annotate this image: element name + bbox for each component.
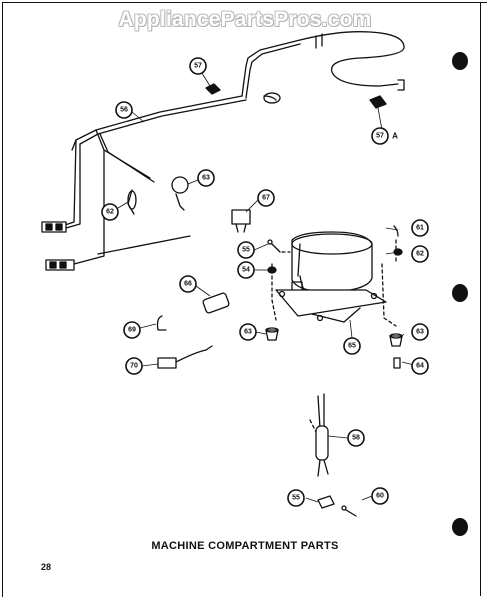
wiring-harness (61, 31, 405, 265)
callout-63-left: 63 (239, 323, 257, 341)
screw-60 (341, 505, 357, 517)
terminal-57-top (205, 83, 221, 95)
svg-text:63: 63 (202, 175, 210, 182)
svg-text:62: 62 (106, 209, 114, 216)
callout-60: 60 (371, 487, 389, 505)
fuse-holder-62 (127, 189, 137, 215)
callout-57-top: 57 (189, 57, 207, 75)
binder-hole-middle (452, 284, 468, 302)
overload-67 (231, 209, 251, 233)
page-number: 28 (41, 562, 52, 572)
svg-text:54: 54 (242, 267, 250, 274)
svg-text:58: 58 (352, 435, 360, 442)
callout-62-left: 62 (101, 203, 119, 221)
binder-hole-top (452, 52, 468, 70)
harness-plug-lower (45, 259, 75, 271)
clip-61 (393, 225, 399, 237)
page-right-edge (480, 2, 487, 596)
binder-hole-bottom (452, 518, 468, 536)
callout-66: 66 (179, 275, 197, 293)
grommet-54 (267, 266, 277, 274)
callout-57a: 57 A (371, 127, 398, 145)
callout-56: 56 (115, 101, 133, 119)
callout-62-right: 62 (411, 245, 429, 263)
callout-70: 70 (125, 357, 143, 375)
svg-text:61: 61 (416, 225, 424, 232)
terminal-57a (369, 79, 405, 109)
svg-text:A: A (392, 132, 398, 141)
svg-text:66: 66 (184, 281, 192, 288)
svg-text:55: 55 (292, 495, 300, 502)
grommet-63-right (389, 333, 403, 347)
callout-58: 58 (347, 429, 365, 447)
callout-55-bottom: 55 (287, 489, 305, 507)
screw-55-top (267, 239, 281, 253)
clamp-55-bottom (317, 495, 335, 509)
svg-text:69: 69 (128, 327, 136, 334)
callout-65: 65 (343, 337, 361, 355)
callout-63-top: 63 (197, 169, 215, 187)
harness-plug-upper (41, 221, 67, 233)
callout-63-right: 63 (411, 323, 429, 341)
svg-text:56: 56 (120, 107, 128, 114)
svg-text:57: 57 (376, 133, 384, 140)
svg-text:65: 65 (348, 343, 356, 350)
grommet-63-left (265, 327, 279, 341)
callout-54: 54 (237, 261, 255, 279)
callout-64: 64 (411, 357, 429, 375)
diagram-caption: MACHINE COMPARTMENT PARTS (151, 540, 339, 552)
svg-text:64: 64 (416, 363, 424, 370)
svg-text:63: 63 (416, 329, 424, 336)
svg-text:55: 55 (242, 247, 250, 254)
compressor (275, 231, 387, 323)
clip-69 (156, 315, 167, 331)
svg-text:63: 63 (244, 329, 252, 336)
callout-55-top: 55 (237, 241, 255, 259)
svg-text:57: 57 (194, 63, 202, 70)
watermark: AppliancePartsPros.com (118, 8, 372, 31)
svg-text:60: 60 (376, 493, 384, 500)
relay-63 (171, 176, 189, 211)
sleeve-64 (393, 357, 401, 369)
cord-70 (157, 345, 213, 369)
svg-text:70: 70 (130, 363, 138, 370)
drier-58 (315, 393, 329, 477)
svg-text:67: 67 (262, 195, 270, 202)
callout-67: 67 (257, 189, 275, 207)
callout-61: 61 (411, 219, 429, 237)
capacitor-66 (202, 292, 230, 314)
svg-text:62: 62 (416, 251, 424, 258)
callout-69: 69 (123, 321, 141, 339)
